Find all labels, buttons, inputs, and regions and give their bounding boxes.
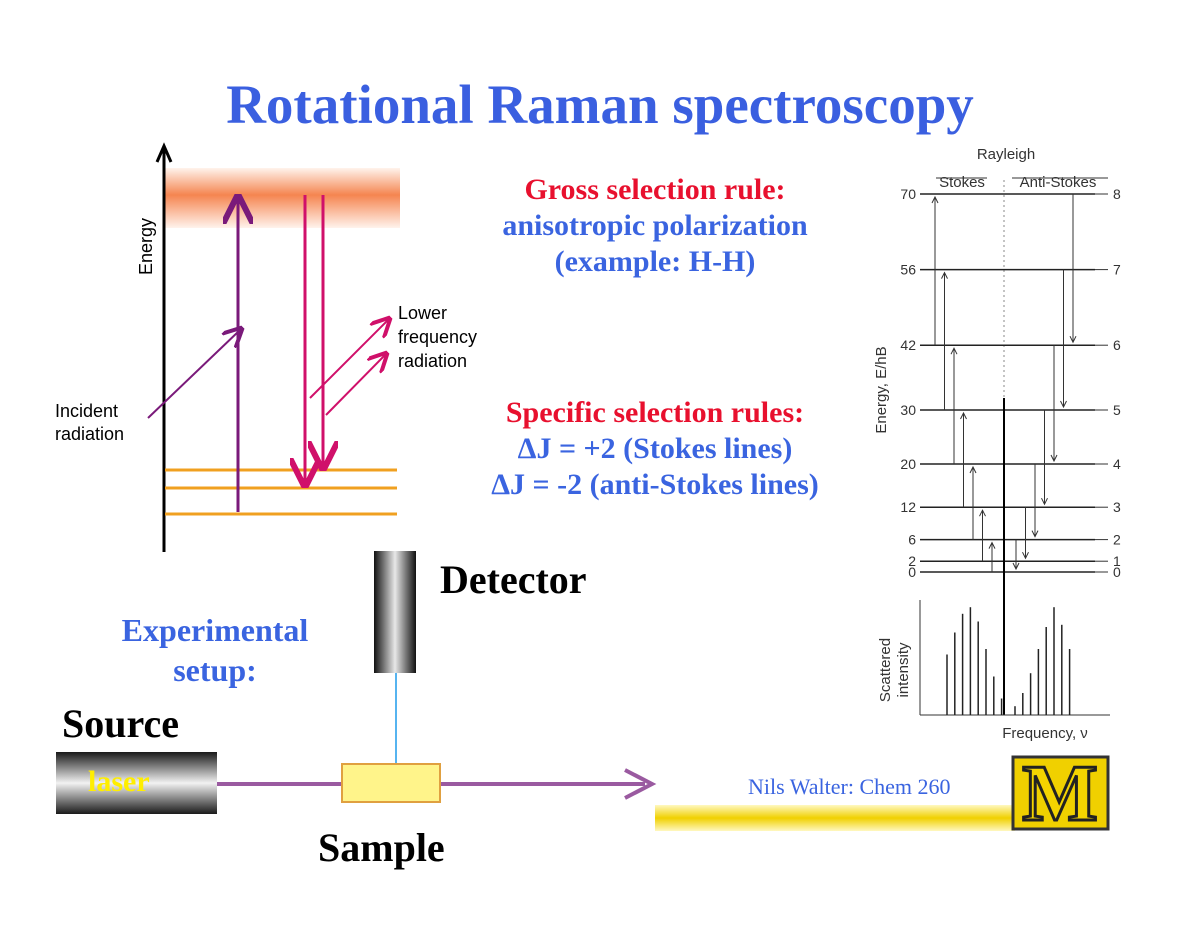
detector-label: Detector xyxy=(440,557,587,602)
footer-maize-bar xyxy=(655,805,1015,831)
energy-value-label: 0 xyxy=(908,564,916,580)
energy-value-label: 56 xyxy=(900,262,916,278)
j-value-label: 3 xyxy=(1113,499,1121,515)
stokes-rule: ΔJ = +2 (Stokes lines) xyxy=(517,432,793,465)
transition-arrowhead-icon xyxy=(950,347,958,355)
gross-selection-rule: Gross selection rule: anisotropic polari… xyxy=(440,172,870,280)
energy-value-label: 12 xyxy=(900,499,916,515)
specific-selection-rules: Specific selection rules: ΔJ = +2 (Stoke… xyxy=(440,395,870,503)
energy-value-label: 20 xyxy=(900,456,916,472)
intensity-label: intensity xyxy=(895,642,912,698)
transition-arrowhead-icon xyxy=(941,271,948,279)
transition-arrowhead-icon xyxy=(1012,562,1020,571)
transition-arrowhead-icon xyxy=(960,411,967,420)
beam-arrow-icon xyxy=(624,768,657,800)
j-value-label: 1 xyxy=(1113,553,1121,569)
energy-axis-label: Energy xyxy=(136,218,156,275)
frequency-label: Frequency, ν xyxy=(1002,725,1088,742)
setup-label-line: setup: xyxy=(173,652,257,688)
j-value-label: 0 xyxy=(1113,564,1121,580)
transition-arrowhead-icon xyxy=(1022,551,1029,560)
gross-rule-heading: Gross selection rule: xyxy=(524,173,786,206)
energy-value-label: 70 xyxy=(900,186,916,202)
energy-axis-arrow-icon xyxy=(155,142,173,163)
intensity-label: Scattered xyxy=(877,638,894,702)
laser-icon xyxy=(56,752,217,814)
incident-label: Incident xyxy=(55,401,118,421)
source-label: Source xyxy=(62,701,180,746)
sample-cell xyxy=(341,763,441,803)
j-value-label: 6 xyxy=(1113,337,1121,353)
detector-icon xyxy=(374,551,416,673)
transition-arrowhead-icon xyxy=(979,509,986,517)
transition-arrowhead-icon xyxy=(1060,400,1067,409)
michigan-logo-letter: M xyxy=(1022,750,1098,838)
slide-title: Rotational Raman spectroscopy xyxy=(226,74,974,135)
gross-rule-line: (example: H-H) xyxy=(554,245,756,278)
rotational-level-diagram: Rayleigh Stokes Anti-Stokes Energy, E/hB… xyxy=(873,146,1121,742)
energy-value-label: 6 xyxy=(908,532,916,548)
transition-arrowhead-icon xyxy=(1041,497,1048,506)
transition-arrowhead-icon xyxy=(988,541,996,549)
lower-frequency-arrow xyxy=(325,355,385,416)
sample-label: Sample xyxy=(318,825,445,870)
transition-arrowhead-icon xyxy=(1031,530,1039,538)
j-value-label: 5 xyxy=(1113,402,1121,418)
j-value-label: 4 xyxy=(1113,456,1121,472)
lower-frequency-label: frequency xyxy=(398,327,477,347)
specific-rules-heading: Specific selection rules: xyxy=(505,396,805,429)
michigan-logo-icon xyxy=(1011,755,1110,831)
setup-label-line: Experimental xyxy=(121,612,309,648)
energy-value-label: 30 xyxy=(900,402,916,418)
j-value-label: 7 xyxy=(1113,262,1121,278)
lower-frequency-arrow xyxy=(309,320,388,399)
experimental-setup-label: Experimental setup: xyxy=(100,610,330,690)
energy-axis-label: Energy, E/hB xyxy=(873,346,890,433)
j-value-label: 8 xyxy=(1113,186,1121,202)
rayleigh-label: Rayleigh xyxy=(977,146,1035,163)
j-value-label: 2 xyxy=(1113,532,1121,548)
transition-arrowhead-icon xyxy=(1069,335,1077,344)
transition-arrowhead-icon xyxy=(1050,454,1058,463)
laser-label: laser xyxy=(88,765,150,798)
incident-label: radiation xyxy=(55,424,124,444)
anti-stokes-rule: ΔJ = -2 (anti-Stokes lines) xyxy=(491,468,819,501)
lower-frequency-label: radiation xyxy=(398,351,467,371)
gross-rule-line: anisotropic polarization xyxy=(502,209,808,242)
virtual-state-band xyxy=(165,168,400,228)
incident-radiation-arrow xyxy=(147,330,240,419)
energy-value-label: 42 xyxy=(900,337,916,353)
author-credit: Nils Walter: Chem 260 xyxy=(748,774,951,799)
transition-arrowhead-icon xyxy=(931,195,939,204)
transition-arrowhead-icon xyxy=(969,465,977,474)
lower-frequency-label: Lower xyxy=(398,303,447,323)
energy-value-label: 2 xyxy=(908,553,916,569)
